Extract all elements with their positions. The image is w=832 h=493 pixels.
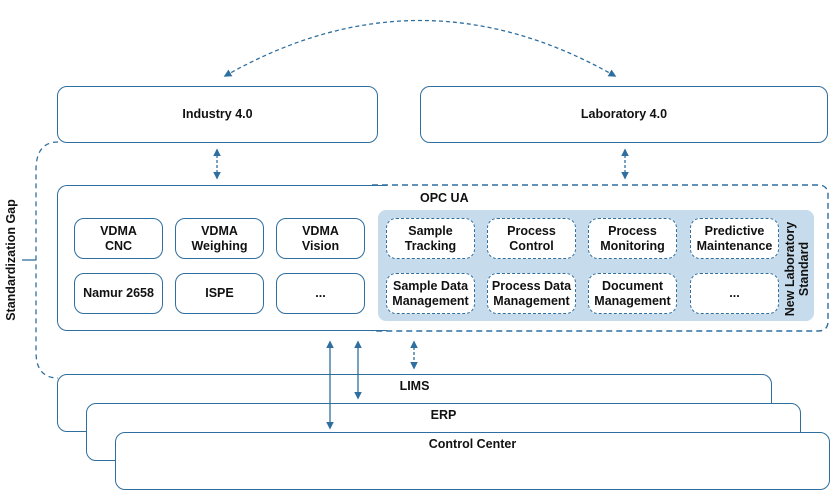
vdma-cnc-box: VDMA CNC xyxy=(74,218,163,259)
control-center-layer: Control Center xyxy=(115,432,830,490)
industry-4-0-label: Industry 4.0 xyxy=(182,107,253,121)
industry-laboratory-curved-arrow xyxy=(223,19,617,77)
industry-4-0-box: Industry 4.0 xyxy=(57,86,378,143)
sample-data-management-box: Sample Data Management xyxy=(386,273,475,314)
document-management-box: Document Management xyxy=(588,273,677,314)
process-data-management-box: Process Data Management xyxy=(487,273,576,314)
laboratory-4-0-box: Laboratory 4.0 xyxy=(420,86,828,143)
process-monitoring-box: Process Monitoring xyxy=(588,218,677,259)
process-control-box: Process Control xyxy=(487,218,576,259)
namur-2658-box: Namur 2658 xyxy=(74,273,163,314)
sample-tracking-box: Sample Tracking xyxy=(386,218,475,259)
predictive-maintenance-box: Predictive Maintenance xyxy=(690,218,779,259)
opcua-title: OPC UA xyxy=(420,191,469,205)
standardization-gap-label: Standardization Gap xyxy=(4,199,18,321)
control-center-label: Control Center xyxy=(428,437,517,451)
standardization-gap-bracket xyxy=(35,141,59,379)
vdma-vision-box: VDMA Vision xyxy=(276,218,365,259)
more-lab-standards-box: ... xyxy=(690,273,779,314)
ispe-box: ISPE xyxy=(175,273,264,314)
more-standards-box: ... xyxy=(276,273,365,314)
lims-label: LIMS xyxy=(399,379,430,393)
laboratory-4-0-label: Laboratory 4.0 xyxy=(580,107,668,121)
erp-label: ERP xyxy=(430,408,457,422)
vdma-weighing-box: VDMA Weighing xyxy=(175,218,264,259)
new-laboratory-standard-label: New Laboratory Standard xyxy=(783,221,811,317)
